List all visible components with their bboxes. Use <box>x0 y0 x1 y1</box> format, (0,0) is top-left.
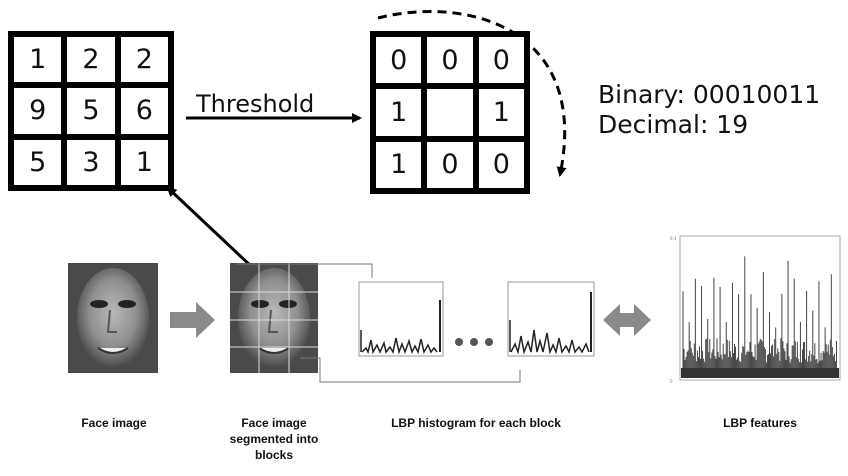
output-cell: 0 <box>478 37 524 84</box>
gray-arrow-right <box>170 302 215 338</box>
output-cell: 1 <box>376 89 422 136</box>
decimal-text: Decimal: 19 <box>598 110 749 139</box>
svg-text:0: 0 <box>670 379 673 384</box>
output-cell: 1 <box>478 89 524 136</box>
input-cell: 2 <box>67 37 115 83</box>
double-gray-arrow <box>603 304 651 336</box>
output-cell: 0 <box>427 141 473 188</box>
thresholded-grid: 0 0 0 1 1 1 0 0 <box>370 31 530 194</box>
input-pixel-grid: 1 2 2 9 5 6 5 3 1 <box>8 31 174 191</box>
connector-bottom <box>300 357 521 383</box>
connector-top <box>236 263 373 278</box>
svg-text:0.3: 0.3 <box>670 236 677 241</box>
threshold-label: Threshold <box>196 90 315 118</box>
caption-segmented: Face image segmented into blocks <box>229 416 319 462</box>
output-cell: 0 <box>427 37 473 84</box>
output-cell: 0 <box>478 141 524 188</box>
face-image <box>68 263 158 373</box>
output-cell: 1 <box>376 141 422 188</box>
input-cell-center: 5 <box>67 88 115 134</box>
caption-face-image: Face image <box>81 416 147 430</box>
binary-text: Binary: 00010011 <box>598 80 821 109</box>
input-cell: 9 <box>14 88 62 134</box>
caption-features: LBP features <box>723 416 797 430</box>
input-cell: 6 <box>120 88 168 134</box>
block-to-grid-arrow <box>166 186 255 270</box>
ellipsis-dots <box>455 338 493 346</box>
input-cell: 5 <box>14 139 62 185</box>
output-cell-center <box>427 89 473 136</box>
input-cell: 3 <box>67 139 115 185</box>
output-cell: 0 <box>376 37 422 84</box>
input-cell: 1 <box>120 139 168 185</box>
input-cell: 2 <box>120 37 168 83</box>
lbp-features-plot: 0.3 0 <box>670 235 841 384</box>
histogram-block-1 <box>358 281 444 357</box>
input-cell: 1 <box>14 37 62 83</box>
caption-histogram: LBP histogram for each block <box>391 416 561 430</box>
segmented-face-image <box>230 263 318 373</box>
lbp-code-result: Binary: 00010011 Decimal: 19 <box>598 80 820 140</box>
histogram-block-n <box>507 281 595 357</box>
